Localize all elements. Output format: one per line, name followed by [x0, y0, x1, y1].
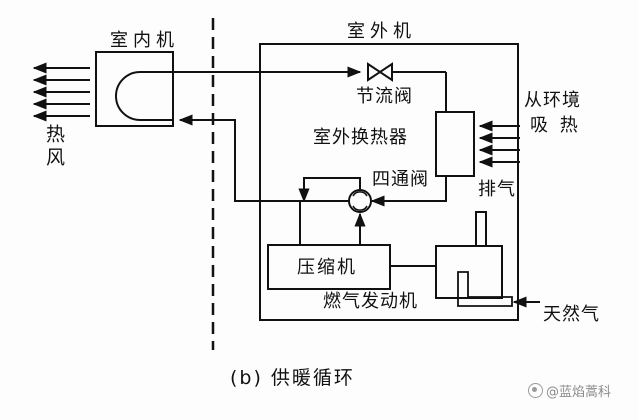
pipe-valve-to-indoor	[178, 114, 300, 202]
watermark: @蓝焰蒿科	[528, 381, 611, 400]
label-from-env-line1: 从环境	[524, 90, 581, 111]
label-natural-gas: 天然气	[543, 304, 600, 325]
gas-inlet-pipe	[457, 271, 513, 307]
outdoor-unit-frame	[259, 43, 519, 321]
label-from-env-line2: 吸 热	[530, 115, 581, 136]
label-four-way-valve: 四通阀	[372, 169, 429, 190]
watermark-text: @蓝焰蒿科	[546, 385, 612, 400]
label-throttle-valve: 节流阀	[356, 86, 413, 107]
throttle-valve-symbol	[367, 62, 393, 82]
figure-caption: (b) 供暖循环	[230, 367, 355, 389]
label-indoor-unit: 室内机	[110, 30, 179, 51]
pipe-valve-loop	[298, 177, 361, 203]
four-way-valve-symbol	[348, 189, 372, 213]
outdoor-heat-exchanger	[435, 111, 475, 177]
label-compressor: 压缩机	[297, 257, 357, 278]
pipe-hx-to-valve	[370, 176, 447, 207]
label-outdoor-heat-exchanger: 室外换热器	[313, 127, 408, 148]
label-gas-engine: 燃气发动机	[323, 291, 418, 312]
label-outdoor-unit: 室外机	[347, 21, 416, 42]
indoor-unit-box	[95, 51, 174, 127]
indoor-coil	[115, 71, 173, 121]
watermark-logo-icon	[528, 383, 543, 398]
label-hot-air: 热风	[43, 124, 65, 170]
gas-engine-box	[435, 245, 503, 299]
label-exhaust: 排气	[478, 179, 516, 200]
exhaust-pipe	[475, 211, 487, 247]
pipe-valve-to-compressor-suction	[299, 200, 349, 245]
